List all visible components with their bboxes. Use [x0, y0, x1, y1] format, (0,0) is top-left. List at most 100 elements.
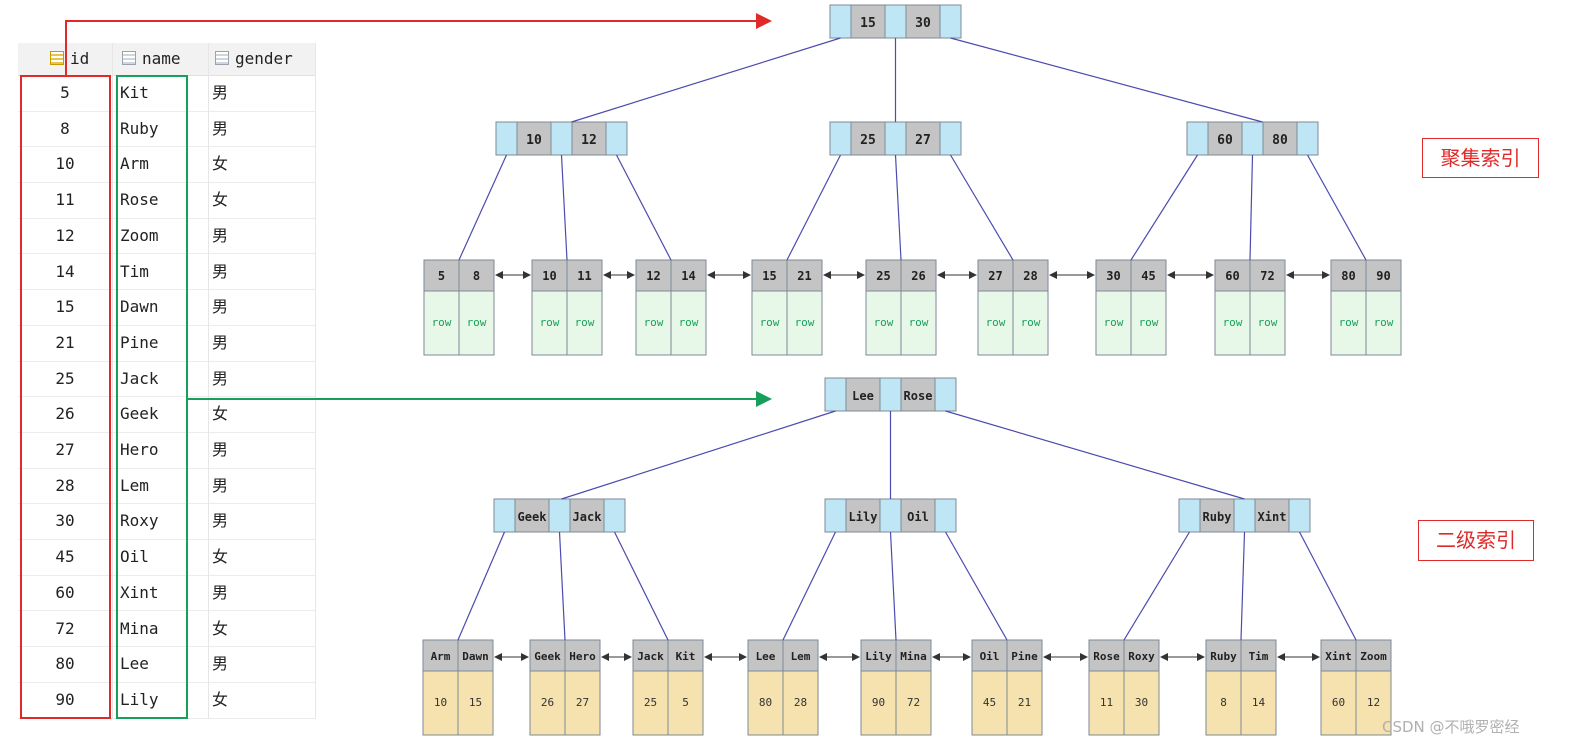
cell-gender: 女	[212, 547, 229, 567]
leaf-value-label: 10	[434, 696, 447, 709]
leaf-key-label: 26	[911, 269, 925, 283]
leaf-key	[1365, 259, 1402, 292]
leaf-value	[860, 670, 897, 736]
cell-id: 90	[55, 689, 75, 709]
cell-id: 15	[55, 297, 75, 317]
node-pointer	[934, 377, 957, 412]
watermark: CSDN @不哦罗密经	[1382, 718, 1520, 736]
leaf-value	[423, 290, 460, 356]
leaf-value-label: row	[1021, 316, 1041, 329]
cell-gender: 女	[212, 154, 229, 174]
leaf-value-label: 26	[541, 696, 554, 709]
column-header-name[interactable]: name	[122, 43, 181, 75]
leaf-value	[977, 290, 1014, 356]
leaf-value	[1249, 290, 1286, 356]
table-header: id name gender	[18, 43, 316, 76]
node-key-label: Lily	[849, 510, 878, 524]
leaf-value	[458, 290, 495, 356]
leaf-value	[564, 670, 601, 736]
leaf-key-label: Roxy	[1128, 650, 1155, 663]
leaf-value-label: row	[432, 316, 452, 329]
node-key	[900, 377, 936, 412]
cell-id: 10	[55, 154, 75, 174]
leaf-key	[1130, 259, 1167, 292]
cell-id: 21	[55, 332, 75, 352]
node-key	[516, 121, 552, 156]
leaf-key-label: Lily	[865, 650, 892, 663]
secondary-edge	[1240, 531, 1246, 641]
node-key	[850, 121, 886, 156]
leaf-key-label: 14	[681, 269, 695, 283]
leaf-value	[1095, 290, 1132, 356]
cell-gender: 女	[212, 190, 229, 210]
node-pointer	[829, 4, 852, 39]
leaf-value	[900, 290, 937, 356]
leaf-value	[1214, 290, 1251, 356]
leaf-value-label: 25	[644, 696, 657, 709]
leaf-value-label: row	[1339, 316, 1359, 329]
cell-id: 28	[55, 475, 75, 495]
leaf-value	[1320, 670, 1357, 736]
leaf-key	[1330, 259, 1367, 292]
cell-name: Lem	[120, 475, 149, 495]
leaf-key	[1240, 639, 1277, 672]
node-key-label: 15	[860, 16, 876, 31]
column-header-id[interactable]: id	[50, 43, 89, 75]
cell-id: 5	[60, 83, 70, 102]
leaf-key-label: 60	[1225, 269, 1239, 283]
leaf-value-label: row	[795, 316, 815, 329]
node-pointer	[1233, 498, 1256, 533]
leaf-key	[1320, 639, 1357, 672]
node-key-label: 27	[915, 133, 931, 148]
cell-name: Zoom	[120, 225, 159, 245]
clustered-edge	[950, 37, 1263, 123]
secondary-edge	[1123, 531, 1191, 641]
column-header-gender[interactable]: gender	[215, 43, 293, 75]
leaf-value	[1006, 670, 1043, 736]
leaf-key	[1095, 259, 1132, 292]
leaf-key-label: 90	[1376, 269, 1390, 283]
leaf-value	[1240, 670, 1277, 736]
leaf-value-label: row	[679, 316, 699, 329]
node-key-label: Jack	[573, 510, 603, 524]
column-divider	[208, 43, 209, 719]
node-key-label: 12	[581, 133, 597, 148]
leaf-value	[632, 670, 669, 736]
secondary-edge	[457, 531, 506, 641]
node-key	[905, 4, 941, 39]
leaf-key-label: 80	[1341, 269, 1355, 283]
leaf-key	[529, 639, 566, 672]
node-key-label: 30	[915, 16, 931, 31]
node-pointer	[934, 498, 957, 533]
column-divider	[112, 43, 113, 719]
leaf-key	[895, 639, 932, 672]
leaf-key	[782, 639, 819, 672]
clustered-edge	[894, 154, 902, 261]
cell-gender: 男	[212, 83, 229, 102]
cell-name: Hero	[120, 440, 159, 459]
node-pointer	[1178, 498, 1201, 533]
cell-id: 72	[55, 618, 75, 638]
leaf-value-label: 15	[469, 696, 482, 709]
clustered-edge	[1249, 154, 1254, 261]
leaf-value	[667, 670, 704, 736]
clustered-edge	[786, 154, 842, 261]
node-key	[905, 121, 941, 156]
